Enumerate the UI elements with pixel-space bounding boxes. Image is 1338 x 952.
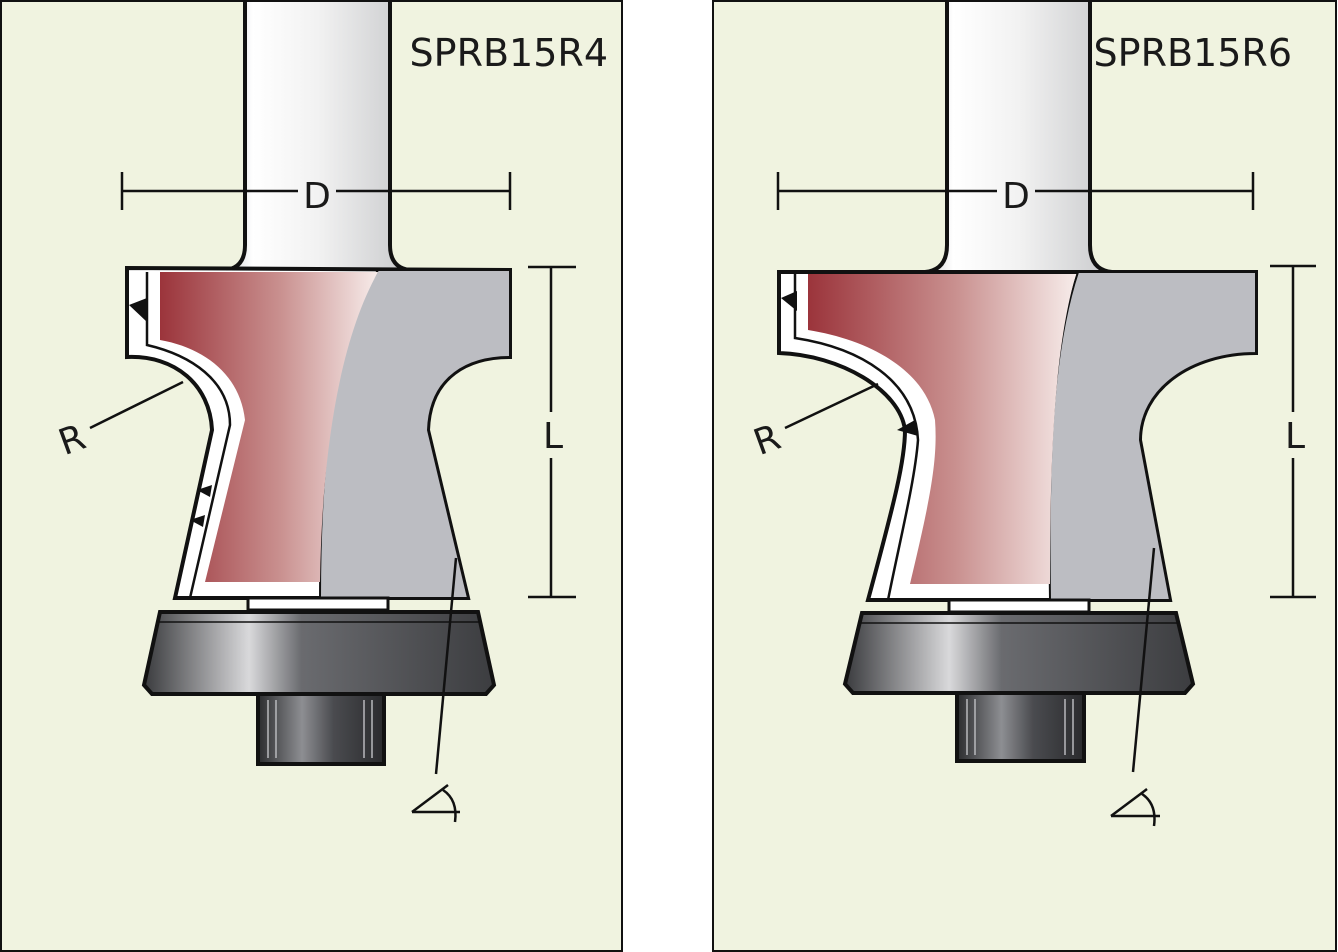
spacer [246,596,390,612]
angle-indicator [411,557,460,823]
chip-notch [190,515,205,527]
dimension-l-label: L [543,416,563,457]
model-title: SPRB15R6 [1094,31,1292,75]
nut-knurl [966,699,1074,755]
panel-sprb15r6: D L R SPRB15R6 [712,0,1337,952]
nut-knurl [267,700,373,758]
shank [924,0,1113,274]
radius-leader [784,382,879,430]
dimension-d-label: D [1002,176,1030,217]
chip-notch [897,420,918,436]
angle-indicator [1110,547,1160,827]
panel-sprb15r4: D L R SPRB15R4 [0,0,623,952]
cutting-edge [793,274,920,601]
cutting-edge [145,272,232,599]
nut [955,691,1086,763]
radius-leader [89,380,184,430]
dimension-l [528,265,576,599]
bearing [141,610,497,696]
dimension-d-label: D [303,176,331,217]
chip-notch [197,485,212,497]
spacer [947,598,1091,614]
dimension-d [120,172,512,210]
shank [224,0,411,272]
model-title: SPRB15R4 [410,31,608,75]
dimension-l-label: L [1285,416,1305,457]
dimension-d [776,172,1255,210]
chip-notch [781,291,797,311]
bearing [842,611,1196,695]
dimension-l [1270,264,1316,599]
nut [256,692,386,766]
carbide-insert [160,272,378,582]
chip-notch [129,298,147,322]
carbide-insert [808,274,1076,584]
